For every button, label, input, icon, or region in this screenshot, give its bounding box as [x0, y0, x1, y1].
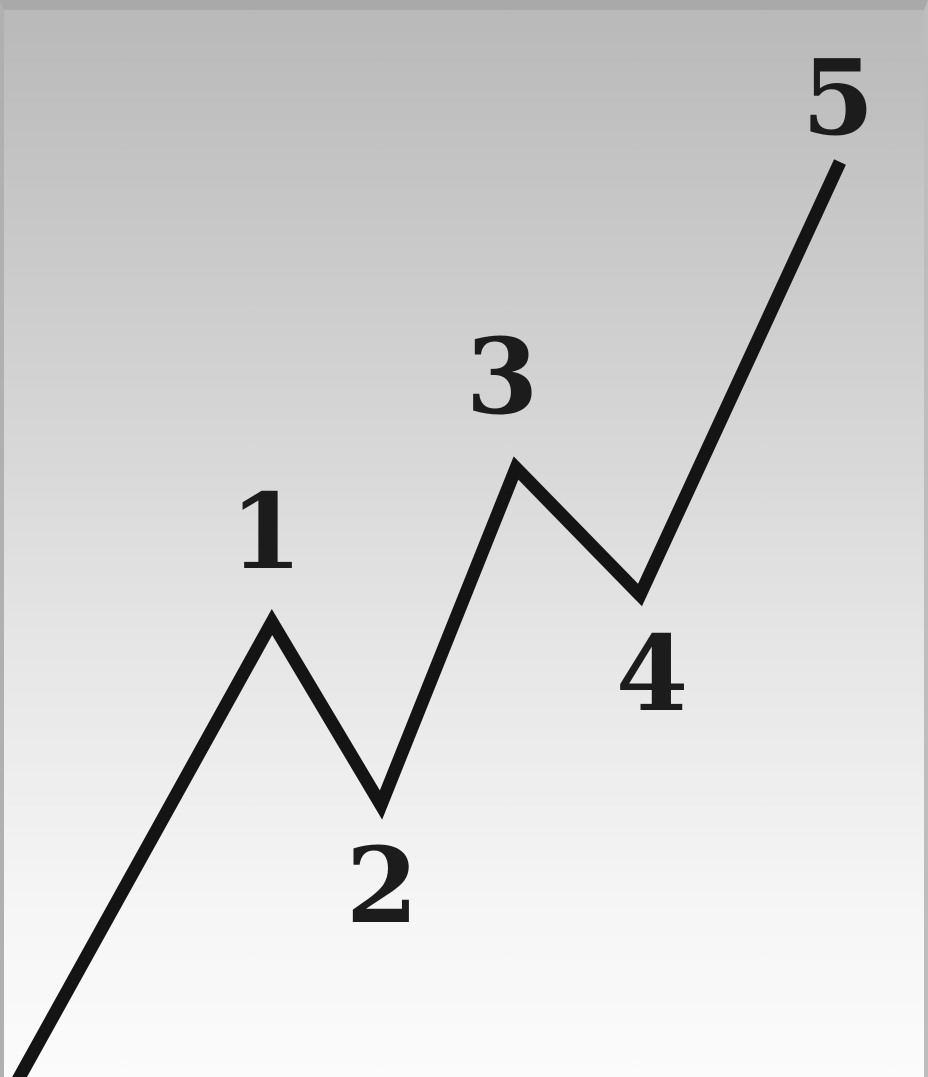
- wave-label-1: 1: [230, 470, 302, 593]
- wave-label-2: 2: [346, 824, 418, 947]
- wave-diagram-canvas: 1 2 3 4 5: [12, 36, 874, 1077]
- impulse-wave-line: [12, 159, 846, 1077]
- wave-label-4: 4: [616, 612, 688, 735]
- wave-label-5: 5: [802, 36, 874, 159]
- wave-label-3: 3: [466, 315, 538, 438]
